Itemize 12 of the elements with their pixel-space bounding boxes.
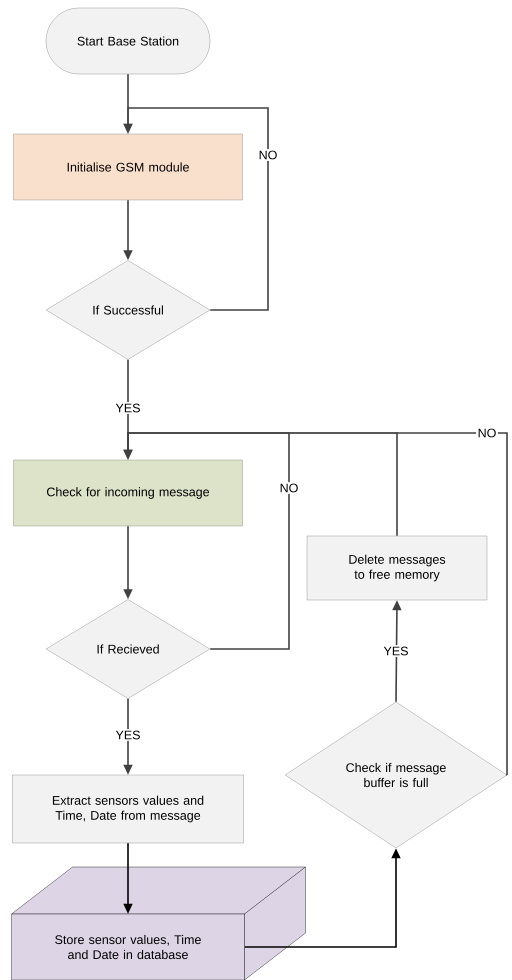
process-box: Check for incoming message bbox=[13, 460, 243, 526]
process-box: Extract sensors values and Time, Date from message bbox=[12, 774, 244, 844]
process-box: Initialise GSM module bbox=[13, 134, 243, 200]
edge-label: YES bbox=[114, 402, 142, 414]
edge-label: NO bbox=[257, 149, 279, 161]
storage-box-drawing: Store sensor values, Time and Date in database bbox=[11, 866, 306, 980]
edge-label: NO bbox=[476, 427, 498, 439]
edge-label: NO bbox=[278, 482, 300, 494]
start-terminal: Start Base Station bbox=[46, 8, 210, 74]
process-box: Delete messages to free memory bbox=[306, 536, 488, 600]
edge-label: YES bbox=[114, 729, 142, 741]
edge-label: YES bbox=[382, 645, 410, 657]
